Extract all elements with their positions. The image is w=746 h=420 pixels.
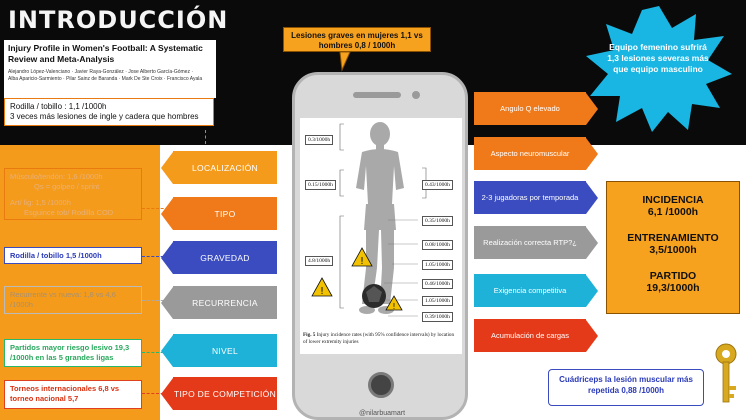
callout-pointer (339, 52, 351, 72)
stat-value: 3,5/1000h (649, 244, 697, 256)
category-tab: NIVEL (173, 334, 277, 367)
rate-label: 0.3/1000h (305, 135, 334, 145)
connector-line (142, 393, 173, 394)
factor-bar: 2-3 jugadoras por temporada (474, 181, 586, 214)
tipo-note-line: Esguince tob/ Rodilla COD (24, 207, 114, 217)
injury-figure: ! ! ! (311, 122, 427, 317)
rate-label: 0.46/1000h (422, 279, 453, 289)
connector-line (142, 208, 173, 209)
factor-bar: Aspecto neuromuscular (474, 137, 586, 170)
tipo-note-line: Músculo/tendón: 1,6 /1000h (10, 172, 103, 181)
home-button (368, 372, 394, 398)
tipo-note: Músculo/tendón: 1,6 /1000h Qs = golpeo /… (4, 168, 142, 220)
rodilla-note: Rodilla / tobillo : 1,1 /1000h 3 veces m… (4, 98, 214, 126)
stat-incidencia: INCIDENCIA 6,1 /1000h (607, 194, 739, 218)
factor-arrow (586, 274, 598, 307)
factor-bar: Angulo Q elevado (474, 92, 586, 125)
category-arrow (161, 334, 173, 367)
stats-box: INCIDENCIA 6,1 /1000h ENTRENAMIENTO 3,5/… (606, 181, 740, 314)
severe-injury-note: Lesiones graves en mujeres 1,1 vs hombre… (283, 27, 431, 52)
connector-line (142, 256, 173, 257)
nivel-note: Partidos mayor riesgo lesivo 19,3 /1000h… (4, 339, 142, 367)
rate-label: 1.05/1000h (422, 296, 453, 306)
factor-arrow (586, 226, 598, 259)
rate-label: 1.05/1000h (422, 260, 453, 270)
figure-caption-text: Injury incidence rates (with 95% confide… (303, 332, 455, 345)
phone-camera (412, 91, 420, 99)
page-title: INTRODUCCIÓN (8, 6, 229, 34)
rate-label: 4.8/1000h (305, 256, 334, 266)
factor-arrow (586, 92, 598, 125)
category-tab: LOCALIZACIÓN (173, 151, 277, 184)
warning-icon: ! (311, 277, 333, 297)
factor-arrow (586, 137, 598, 170)
paper-authors-line: Alba Aparicio-Sarmiento · Pilar Sainz de… (8, 76, 203, 82)
stat-entrenamiento: ENTRENAMIENTO 3,5/1000h (607, 232, 739, 256)
paper-title: Injury Profile in Women's Football: A Sy… (8, 43, 203, 64)
factor-arrow (586, 319, 598, 352)
competicion-note: Torneos internacionales 6,8 vs torneo na… (4, 380, 142, 409)
rate-label: 0.08/1000h (422, 240, 453, 250)
figure-caption: Fig. 5 Injury incidence rates (with 95% … (303, 332, 459, 345)
figure-caption-number: Fig. 5 (303, 332, 316, 338)
starburst-shape (586, 6, 732, 132)
stat-value: 6,1 /1000h (647, 206, 699, 218)
paper-reference: Injury Profile in Women's Football: A Sy… (4, 40, 216, 98)
connector-line (142, 300, 173, 301)
category-arrow (161, 197, 173, 230)
factor-bar: Realización correcta RTP?¿ (474, 226, 586, 259)
svg-text:!: ! (392, 302, 395, 311)
paper-authors-line: Alejandro López-Valenciano · Javier Raya… (8, 69, 193, 75)
category-arrow (161, 286, 173, 319)
category-tab: GRAVEDAD (173, 241, 277, 274)
connector-line (142, 352, 173, 353)
category-arrow (161, 241, 173, 274)
rodilla-note-line: Rodilla / tobillo : 1,1 /1000h (10, 102, 107, 111)
stat-partido: PARTIDO 19,3/1000h (607, 270, 739, 294)
stat-label: ENTRENAMIENTO (627, 232, 719, 244)
tipo-note-line: Art/ lig: 1,5 /1000h (10, 198, 71, 207)
rodilla-note-line: 3 veces más lesiones de ingle y cadera q… (10, 112, 199, 121)
warning-icon: ! (385, 295, 403, 311)
category-tab: RECURRENCIA (173, 286, 277, 319)
paper-authors: Alejandro López-Valenciano · Javier Raya… (8, 69, 212, 83)
left-band (0, 145, 160, 420)
category-tab: TIPO DE COMPETICIÓN (173, 377, 277, 410)
category-tab: TIPO (173, 197, 277, 230)
cuadriceps-note: Cuádriceps la lesión muscular más repeti… (548, 369, 704, 406)
rate-label: 0.15/1000h (305, 180, 336, 190)
factor-bar: Acumulación de cargas (474, 319, 586, 352)
rate-label: 0.35/1000h (422, 216, 453, 226)
rate-label: 0.39/1000h (422, 312, 453, 322)
stat-label: PARTIDO (649, 270, 697, 282)
factor-arrow (586, 181, 598, 214)
warning-icon: ! (351, 247, 373, 267)
stat-label: INCIDENCIA (642, 194, 704, 206)
connector-line (205, 130, 206, 144)
svg-text:!: ! (360, 256, 364, 267)
tipo-note-line: Qs = golpeo / sprint (34, 181, 100, 191)
factor-bar: Exigencia competitiva (474, 274, 586, 307)
player-silhouette (356, 122, 404, 314)
category-arrow (161, 151, 173, 184)
svg-text:!: ! (320, 286, 324, 297)
gravedad-note: Rodilla / tobillo 1,5 /1000h (4, 247, 142, 264)
recurrencia-note: Recurrente vs nueva: 1,8 vs 4,6 /1000h (4, 286, 142, 314)
stat-value: 19,3/1000h (646, 282, 700, 294)
category-arrow (161, 377, 173, 410)
star-text: Equipo femenino sufrirá 1,3 lesiones sev… (607, 42, 709, 74)
rate-label: 0.43/1000h (422, 180, 453, 190)
key-icon (715, 343, 737, 403)
phone-speaker (353, 92, 401, 98)
footer-handle: @nilarbuamart (359, 410, 406, 417)
